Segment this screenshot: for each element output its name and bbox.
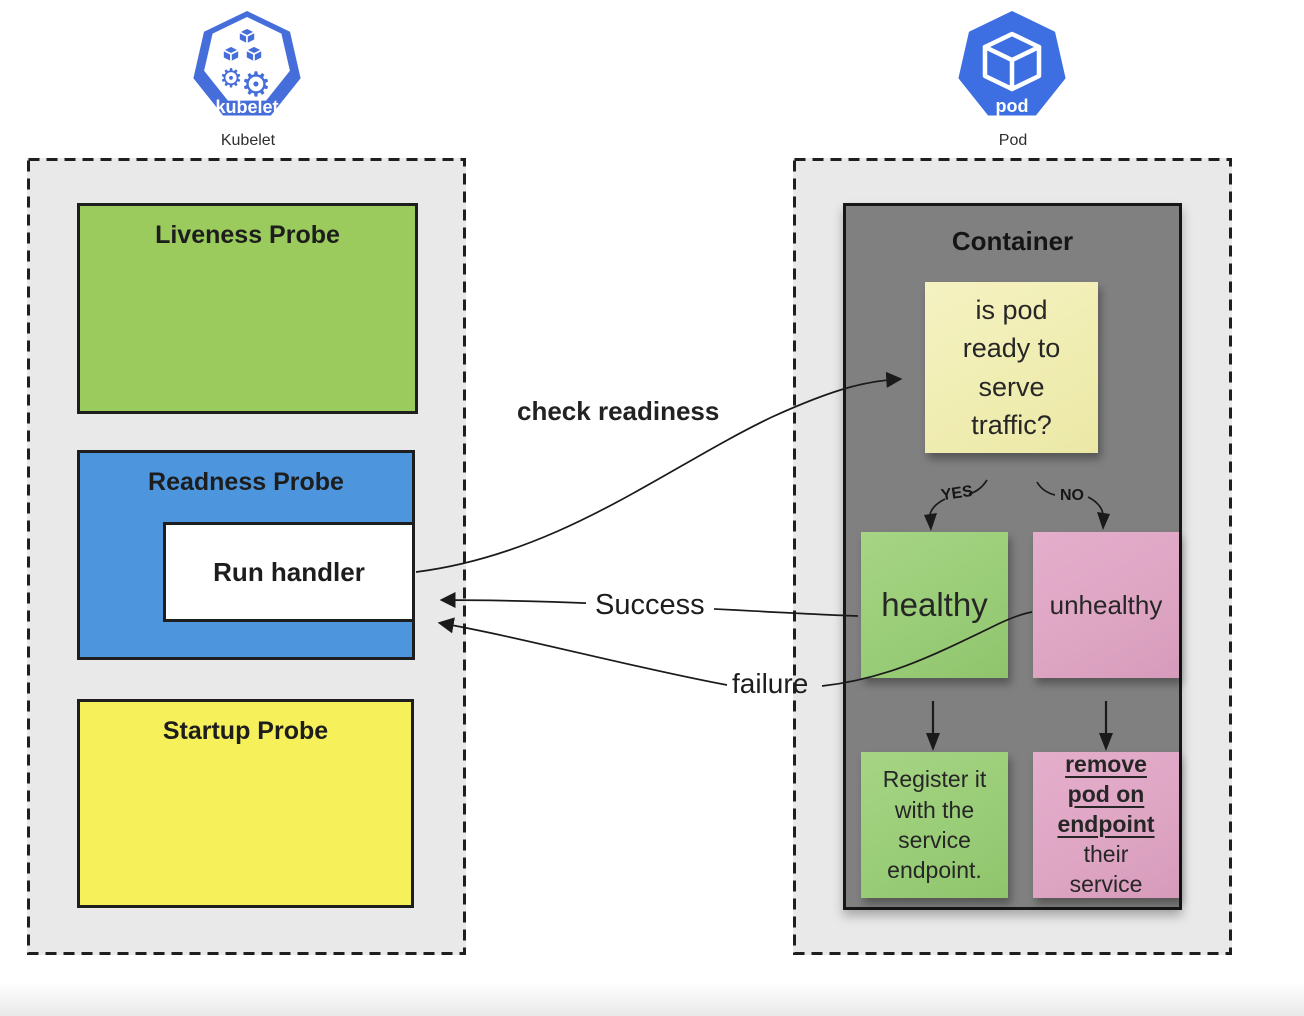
liveness-probe-title: Liveness Probe bbox=[155, 221, 340, 249]
bottom-fade-strip bbox=[0, 982, 1304, 1016]
container-title: Container bbox=[951, 226, 1074, 256]
question-sticky-note: is pod ready to serve traffic? bbox=[925, 282, 1098, 453]
kubelet-gear-large-glyph: ⚙ bbox=[241, 65, 271, 105]
failure-label: failure bbox=[732, 668, 809, 699]
remove-note-emphasis-text: remove pod on endpoint bbox=[1057, 751, 1155, 838]
kubelet-cubes-glyph bbox=[222, 27, 263, 63]
pod-caption: Pod bbox=[998, 132, 1028, 149]
register-sticky-note: Register it with the service endpoint. bbox=[861, 752, 1008, 898]
remove-sticky-note: remove pod on endpoint their service bbox=[1033, 751, 1179, 898]
startup-probe-title: Startup Probe bbox=[162, 717, 329, 745]
healthy-note-text: healthy bbox=[881, 586, 988, 623]
question-note-text: is pod ready to serve traffic? bbox=[962, 294, 1061, 440]
pod-icon-label: pod bbox=[996, 96, 1029, 116]
liveness-probe-box: Liveness Probe bbox=[77, 203, 418, 414]
success-label: Success bbox=[586, 589, 714, 622]
healthy-sticky-note: healthy bbox=[861, 532, 1008, 678]
remove-note-rest-text: their service bbox=[1069, 840, 1143, 897]
register-note-text: Register it with the service endpoint. bbox=[882, 766, 987, 884]
startup-probe-box: Startup Probe bbox=[77, 699, 414, 908]
readiness-probe-title: Readness Probe bbox=[148, 468, 344, 496]
unhealthy-sticky-note: unhealthy bbox=[1033, 532, 1179, 678]
no-label: NO bbox=[1060, 487, 1084, 504]
pod-cube-glyph bbox=[982, 31, 1042, 92]
kubelet-icon: ⚙ ⚙ kubelet bbox=[193, 11, 301, 117]
kubelet-gear-small-glyph: ⚙ bbox=[219, 64, 242, 94]
failure-arrow-left-segment bbox=[437, 617, 728, 686]
pod-icon: pod bbox=[958, 11, 1066, 116]
run-handler-label: Run handler bbox=[213, 556, 365, 587]
unhealthy-note-text: unhealthy bbox=[1049, 589, 1163, 620]
run-handler-box: Run handler bbox=[163, 522, 415, 622]
kubelet-caption: Kubelet bbox=[220, 132, 276, 149]
kubelet-icon-label: kubelet bbox=[215, 97, 278, 117]
check-readiness-label: check readiness bbox=[517, 396, 720, 426]
